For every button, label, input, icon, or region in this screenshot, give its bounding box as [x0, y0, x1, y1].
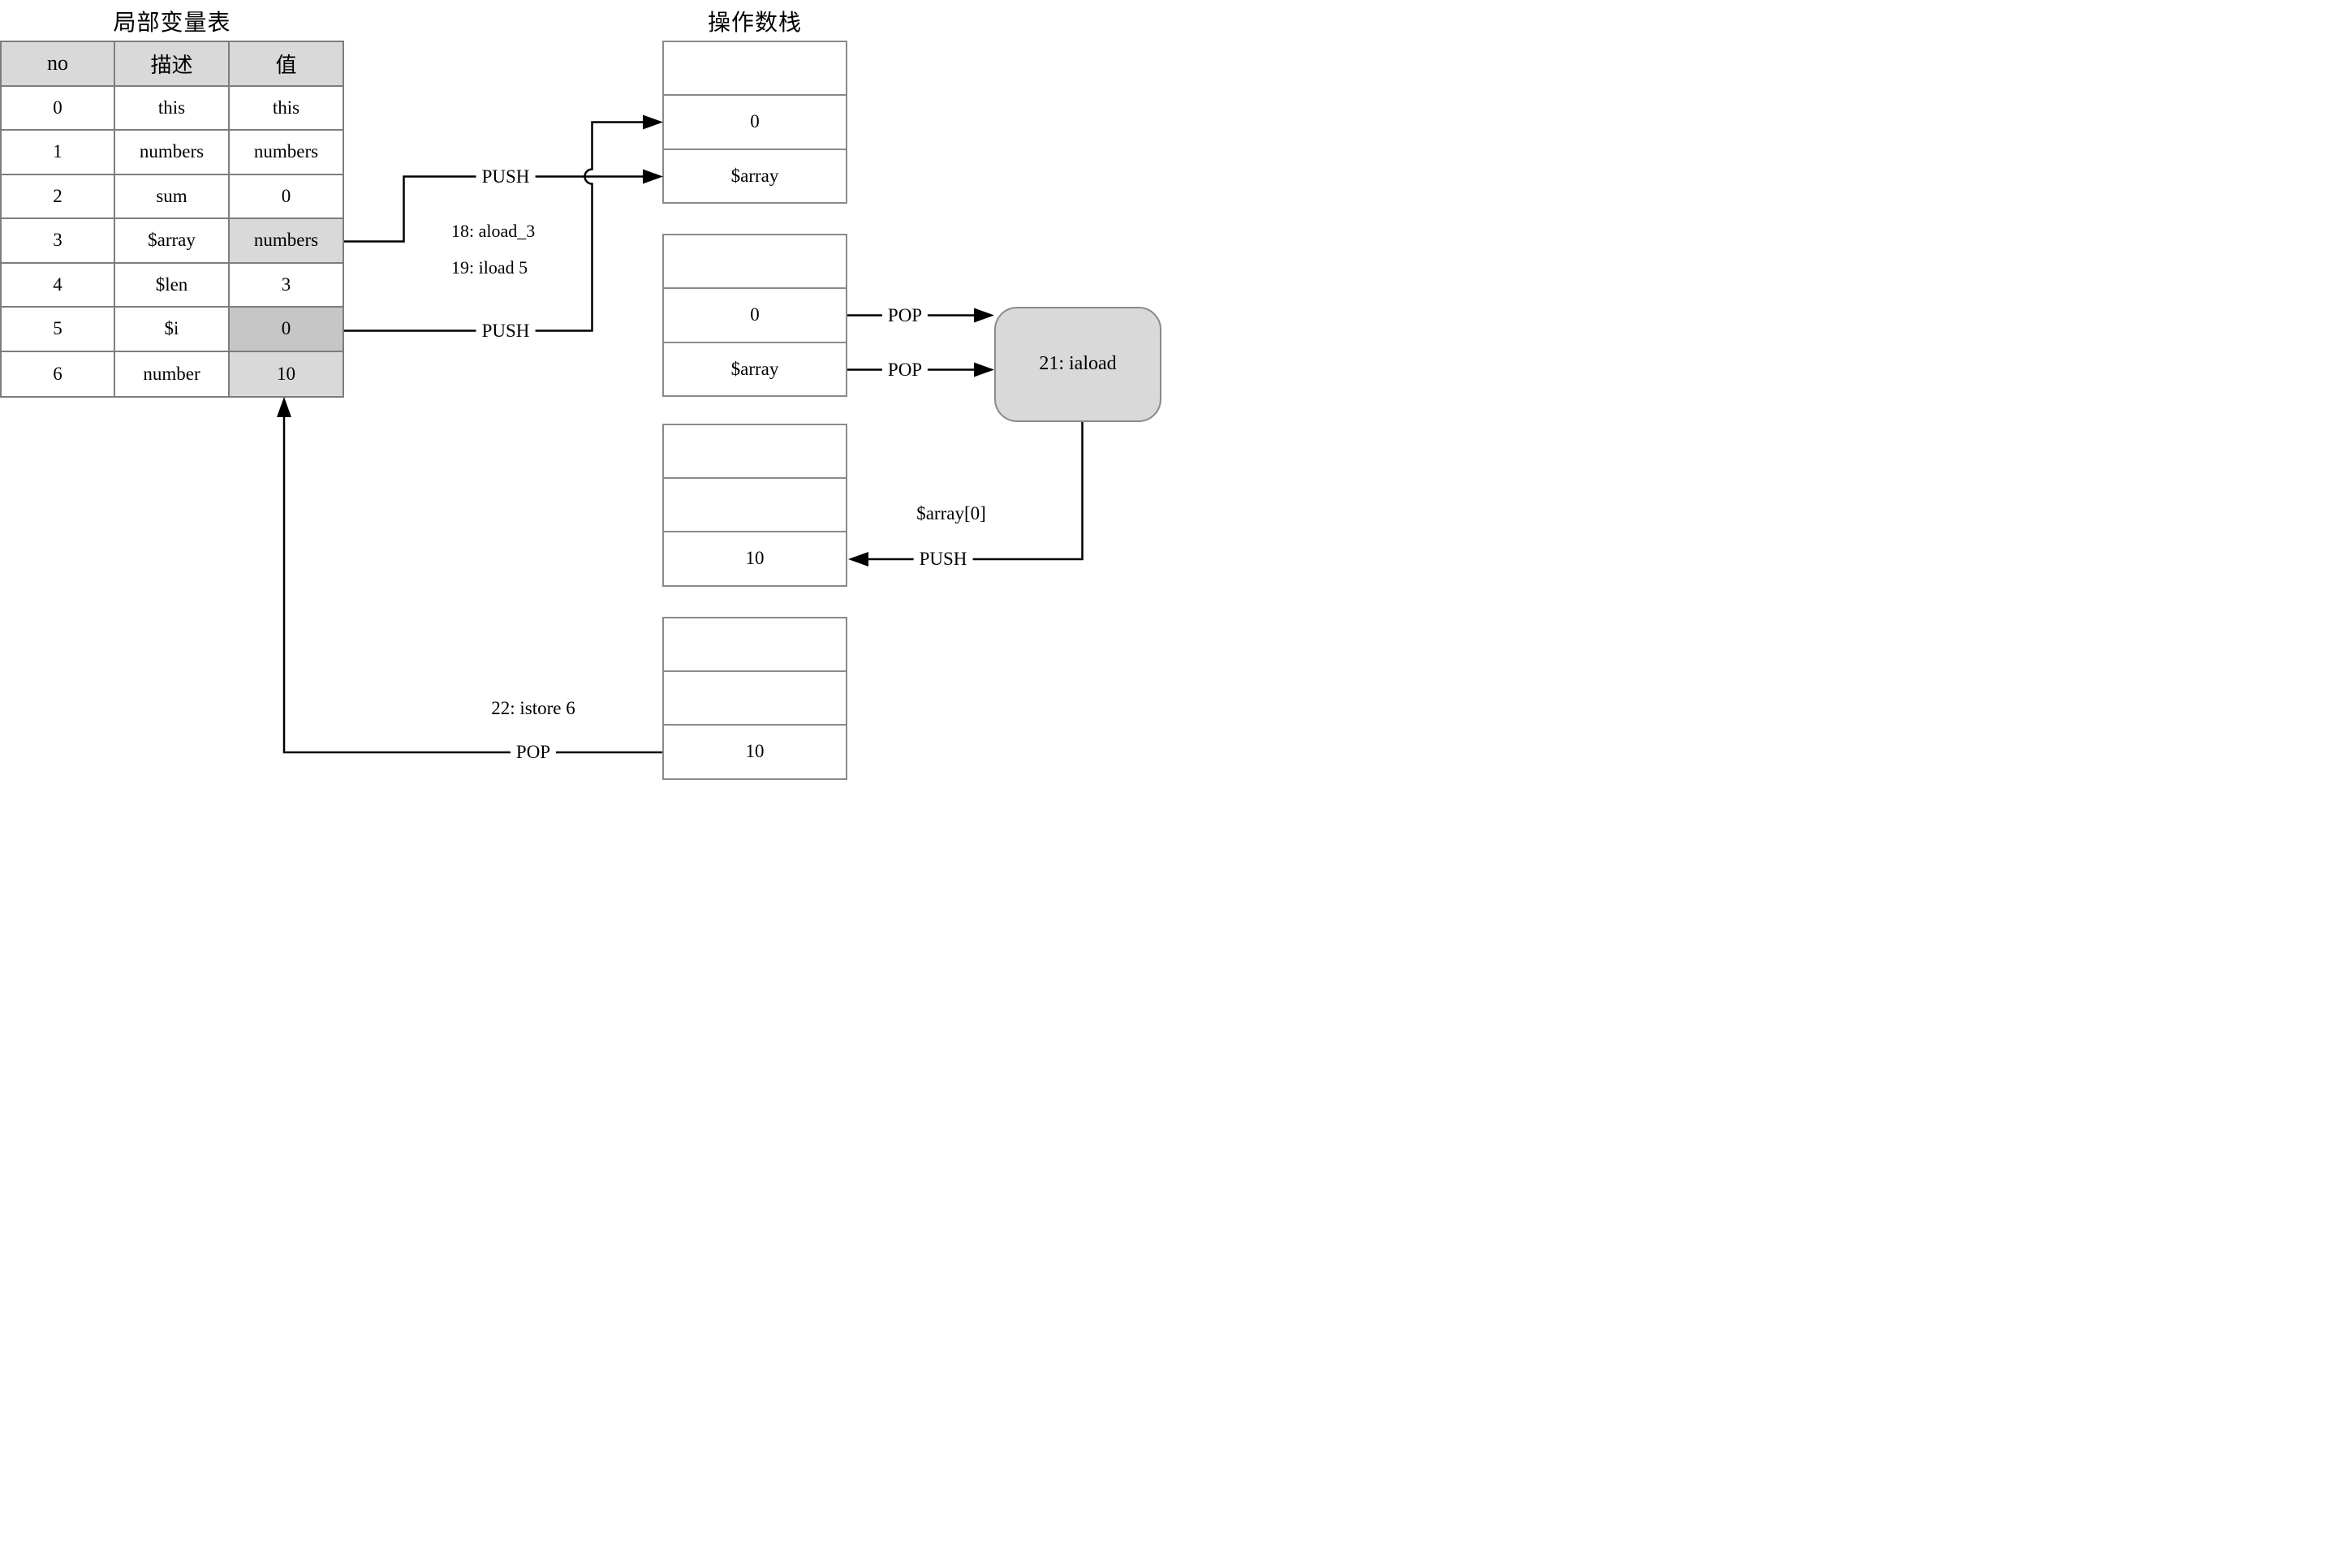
bytecode-instruction-block: 18: aload_3 19: iload 5: [451, 213, 535, 286]
stack-cell-empty: [664, 42, 846, 97]
table-cell-no: 2: [2, 174, 115, 219]
array-element-label: $array[0]: [916, 503, 986, 523]
operand-stack-step4: 10: [662, 616, 847, 780]
stack-cell-value: $array: [664, 149, 846, 202]
connector-wires: [277, 114, 1084, 754]
pop-store-arrowhead: [277, 397, 291, 417]
table-cell-desc: $len: [115, 263, 230, 308]
table-cell-no: 0: [2, 86, 115, 131]
local-variable-table: no 描述 值 0 this this 1 numbers numbers 2 …: [0, 41, 344, 398]
push-aload-label: PUSH: [476, 165, 536, 188]
column-header-value: 值: [230, 42, 343, 87]
push-aload-arrowhead: [643, 169, 663, 184]
operand-stack-step1: 0 $array: [662, 41, 847, 204]
stack-cell-value: 10: [664, 726, 846, 778]
table-cell-no: 4: [2, 263, 115, 308]
stack-cell-value: 0: [664, 289, 846, 343]
iload-instruction-label: 19: iload 5: [451, 257, 528, 278]
operand-stack-step2: 0 $array: [662, 234, 847, 397]
push-result-label: PUSH: [913, 548, 973, 571]
table-cell-value-number-highlighted: 10: [230, 351, 343, 396]
stack-cell-empty: [664, 478, 846, 533]
table-cell-desc: $array: [115, 219, 230, 264]
table-cell-no: 1: [2, 131, 115, 175]
push-result-arrowhead: [848, 552, 868, 566]
column-header-no: no: [2, 42, 115, 87]
table-cell-desc: sum: [115, 174, 230, 219]
table-cell-value: 3: [230, 263, 343, 308]
stack-cell-empty: [664, 235, 846, 290]
pop-store-line: [282, 417, 662, 754]
stack-cell-empty: [664, 671, 846, 726]
table-cell-value-array-highlighted: numbers: [230, 219, 343, 264]
table-cell-value: numbers: [230, 131, 343, 175]
push-iload-line: [344, 121, 643, 332]
table-cell-desc: $i: [115, 308, 230, 352]
stack-cell-value: 10: [664, 532, 846, 585]
pop-value-label: POP: [881, 304, 929, 327]
table-cell-desc: number: [115, 351, 230, 396]
table-cell-no: 3: [2, 219, 115, 264]
stack-cell-value: $array: [664, 342, 846, 395]
operand-stack-title: 操作数栈: [707, 11, 802, 36]
pop-store-label: POP: [510, 741, 557, 764]
push-iload-arrowhead: [643, 114, 663, 130]
table-cell-value-i-highlighted: 0: [230, 308, 343, 352]
table-cell-no: 5: [2, 308, 115, 352]
table-cell-no: 6: [2, 351, 115, 396]
iaload-instruction-box: 21: iaload: [994, 306, 1161, 422]
push-result-line: [868, 421, 1084, 561]
stack-cell-empty: [664, 618, 846, 672]
aload-instruction-label: 18: aload_3: [451, 221, 536, 241]
table-cell-value: this: [230, 86, 343, 131]
column-header-desc: 描述: [115, 42, 230, 87]
stack-cell-empty: [664, 424, 846, 479]
jvm-stack-diagram: 局部变量表 操作数栈 no 描述 值 0 this this 1 numbers…: [0, 0, 1166, 784]
push-iload-label: PUSH: [476, 319, 536, 342]
pop-array-label: POP: [881, 358, 929, 381]
stack-cell-value: 0: [664, 96, 846, 150]
istore-instruction-label: 22: istore 6: [491, 698, 575, 718]
table-cell-value: 0: [230, 174, 343, 219]
operand-stack-step3: 10: [662, 423, 847, 587]
pop-array-arrowhead: [974, 362, 994, 377]
local-variable-table-title: 局部变量表: [113, 11, 231, 36]
table-cell-desc: numbers: [115, 131, 230, 175]
pop-value-arrowhead: [974, 308, 994, 323]
table-cell-desc: this: [115, 86, 230, 131]
